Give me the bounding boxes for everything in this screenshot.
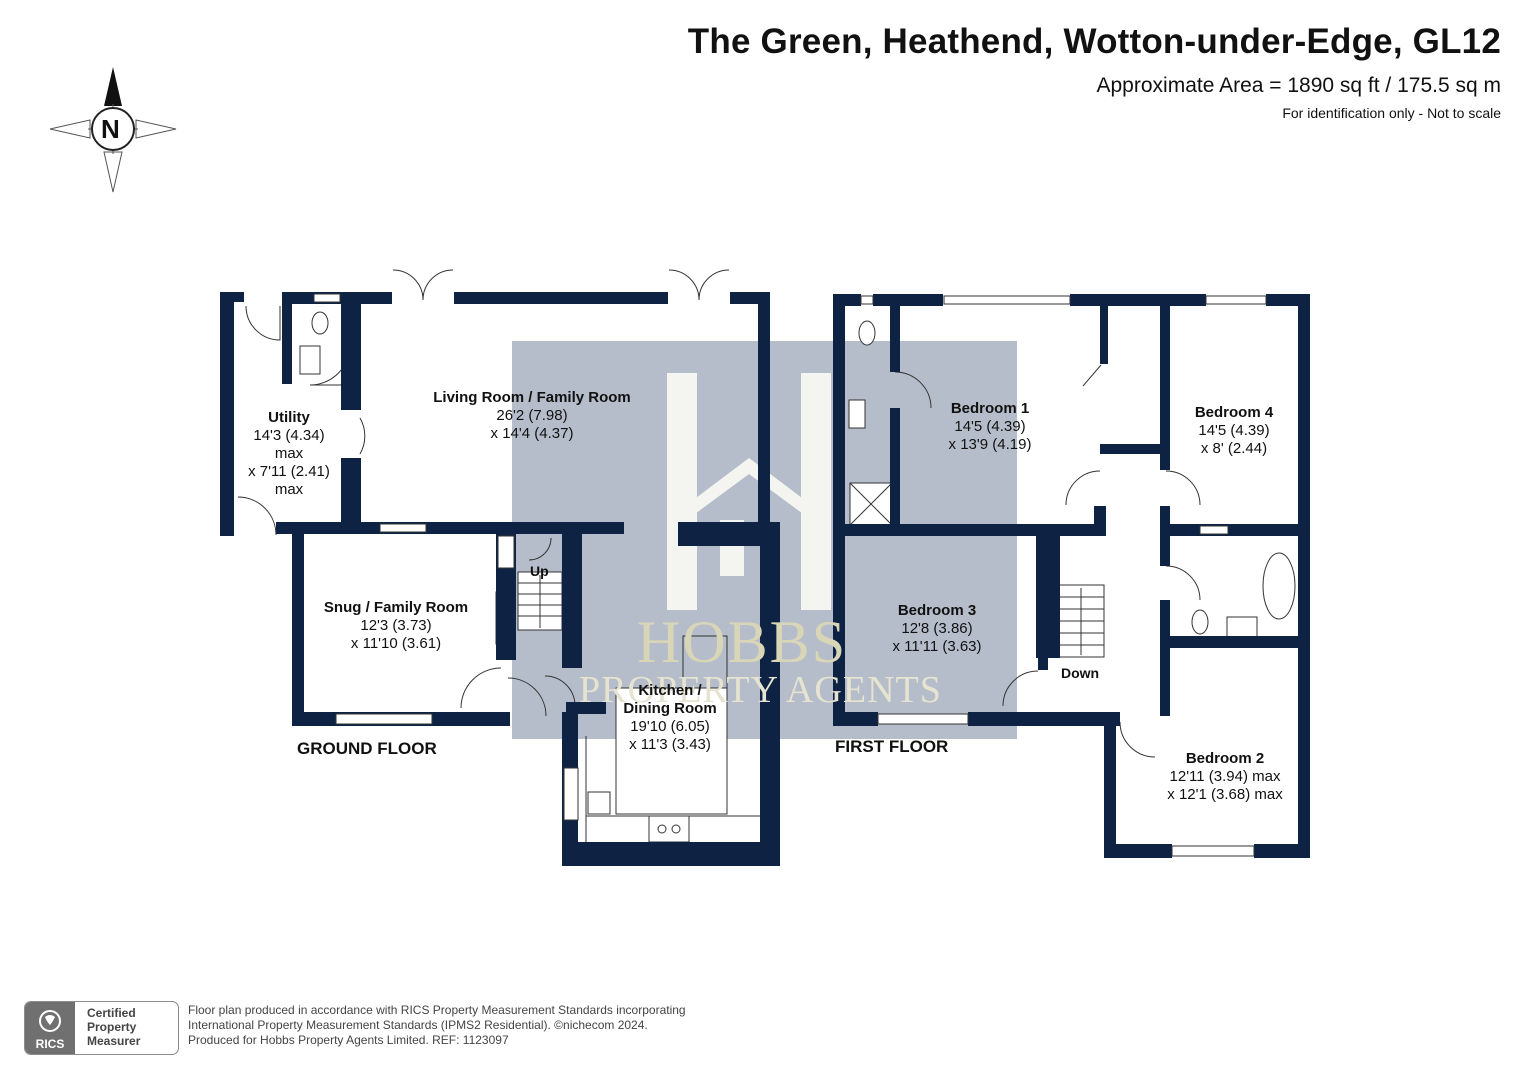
approximate-area: Approximate Area = 1890 sq ft / 175.5 sq…: [1096, 74, 1502, 97]
room-dimension: x 8' (2.44): [1200, 440, 1268, 457]
compass-north-label: N: [101, 114, 120, 144]
stairs-down-label: Down: [1061, 665, 1100, 681]
room-name: Utility: [268, 409, 310, 426]
room-dimension: x 11'10 (3.61): [350, 635, 442, 652]
watermark-agents: PROPERTY AGENTS: [579, 669, 942, 711]
ground-floor-label: GROUND FLOOR: [297, 739, 437, 758]
watermark-hobbs: HOBBS: [637, 609, 848, 675]
room-dimension: 19'10 (6.05): [630, 718, 710, 735]
room-dimension: x 12'1 (3.68) max: [1167, 786, 1283, 803]
room-dimension: 26'2 (7.98): [496, 407, 568, 424]
room-dimension: x 14'4 (4.37): [490, 425, 574, 442]
badge-line: Certified: [87, 1006, 136, 1020]
room-dimension: 14'5 (4.39): [1198, 422, 1270, 439]
room-utility: Utility 14'3 (4.34) max x 7'11 (2.41) ma…: [248, 409, 330, 499]
room-name: Snug / Family Room: [323, 599, 469, 616]
room-name: Bedroom 2: [1185, 750, 1265, 767]
compass-rose-icon: [49, 67, 177, 193]
footer-text: Floor plan produced in accordance with R…: [188, 1003, 686, 1048]
room-bedroom-1: Bedroom 1 14'5 (4.39) x 13'9 (4.19): [949, 400, 1032, 454]
room-bedroom-3: Bedroom 3 12'8 (3.86) x 11'11 (3.63): [892, 602, 981, 656]
room-dimension: 12'11 (3.94) max: [1169, 768, 1281, 785]
room-name: Bedroom 1: [950, 400, 1030, 417]
watermark-logo-icon: [667, 373, 831, 610]
room-dimension: 14'3 (4.34): [253, 427, 325, 444]
room-name: Living Room / Family Room: [433, 389, 631, 406]
stairs-up-label: Up: [530, 563, 549, 579]
room-dimension: 14'5 (4.39): [954, 418, 1026, 435]
walls: [220, 292, 1310, 866]
rics-logo-text: RICS: [35, 1037, 65, 1051]
room-dimension: 12'3 (3.73): [360, 617, 432, 634]
room-bedroom-2: Bedroom 2 12'11 (3.94) max x 12'1 (3.68)…: [1167, 750, 1282, 804]
room-name: Bedroom 4: [1194, 404, 1274, 421]
room-kitchen: Kitchen / Dining Room 19'10 (6.05) x 11'…: [623, 682, 716, 754]
footer-line: Produced for Hobbs Property Agents Limit…: [188, 1033, 509, 1047]
footer-line: Floor plan produced in accordance with R…: [188, 1003, 686, 1017]
room-name: Bedroom 3: [897, 602, 977, 619]
room-dimension: max: [274, 481, 304, 498]
room-dimension: 12'8 (3.86): [901, 620, 973, 637]
room-dimension: x 7'11 (2.41): [248, 463, 330, 480]
rics-certification-text: Certified Property Measurer: [87, 1006, 140, 1048]
scale-note: For identification only - Not to scale: [1282, 105, 1501, 121]
footer-line: International Property Measurement Stand…: [188, 1018, 648, 1032]
room-bedroom-4: Bedroom 4 14'5 (4.39) x 8' (2.44): [1195, 404, 1273, 458]
badge-line: Measurer: [87, 1034, 141, 1048]
room-dimension: max: [274, 445, 304, 462]
rics-badge: RICS Certified Property Measurer: [24, 1001, 179, 1055]
page-title: The Green, Heathend, Wotton-under-Edge, …: [687, 22, 1501, 61]
rics-logo: RICS: [25, 1002, 75, 1054]
room-living: Living Room / Family Room 26'2 (7.98) x …: [433, 389, 631, 443]
room-dimension: x 13'9 (4.19): [948, 436, 1032, 453]
room-dimension: x 11'11 (3.63): [892, 638, 982, 655]
rics-globe-icon: [39, 1010, 61, 1032]
badge-line: Property: [87, 1020, 137, 1034]
room-snug: Snug / Family Room 12'3 (3.73) x 11'10 (…: [324, 599, 468, 653]
room-dimension: x 11'3 (3.43): [629, 736, 711, 753]
first-floor-label: FIRST FLOOR: [835, 737, 949, 756]
room-name: Kitchen /: [638, 682, 702, 699]
room-name: Dining Room: [623, 700, 717, 717]
